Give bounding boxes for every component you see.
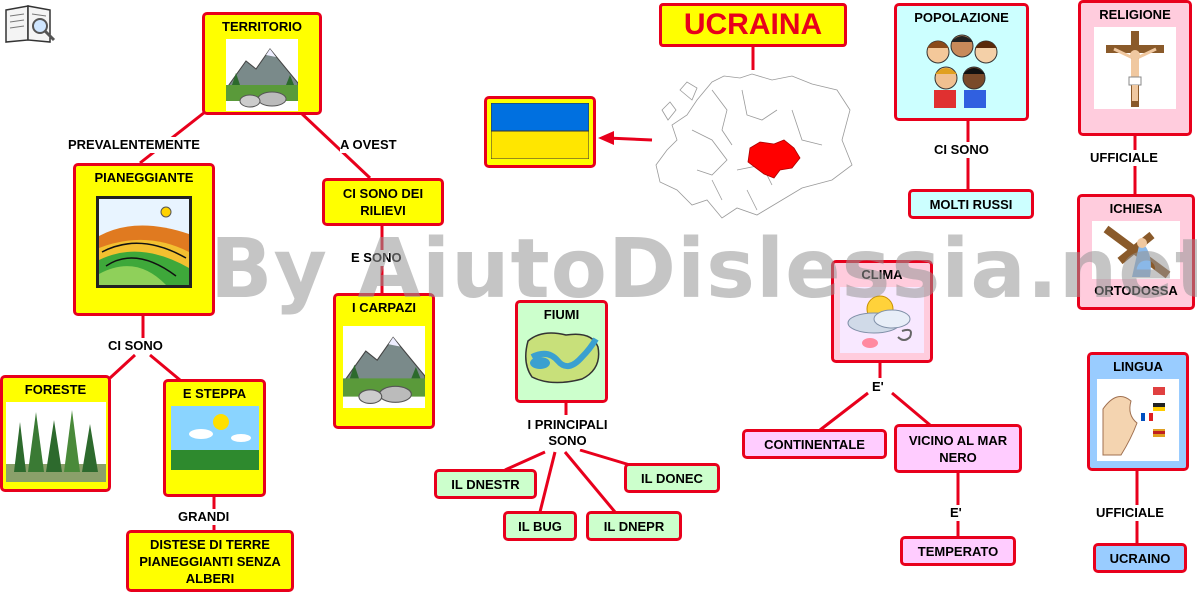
node-label: LINGUA: [1113, 359, 1163, 374]
node-carpazi: I CARPAZI: [333, 293, 435, 429]
node-label: MOLTI RUSSI: [929, 196, 1013, 212]
node-label: VICINO AL MAR NERO: [908, 432, 1008, 465]
forest-icon: [5, 402, 106, 482]
crucifix-icon: [1094, 27, 1176, 109]
link-ci-sono-2: CI SONO: [934, 142, 989, 158]
node-label: TEMPERATO: [917, 543, 999, 559]
steppe-icon: [170, 406, 259, 470]
node-dnepr: IL DNEPR: [586, 511, 682, 541]
link-e-sono: E SONO: [351, 250, 402, 266]
node-lingua: LINGUA: [1087, 352, 1189, 471]
node-bug: IL BUG: [503, 511, 577, 541]
node-distese: DISTESE DI TERRE PIANEGGIANTI SENZA ALBE…: [126, 530, 294, 592]
link-e-1: E': [872, 379, 884, 395]
node-popolazione: POPOLAZIONE: [894, 3, 1029, 121]
node-label: UCRAINO: [1109, 550, 1171, 566]
fields-icon: [96, 196, 192, 288]
page-title: UCRAINA: [659, 3, 847, 47]
node-marnero: VICINO AL MAR NERO: [894, 424, 1022, 473]
node-label: ICHIESA: [1109, 201, 1163, 216]
node-label: ORTODOSSA: [1094, 283, 1178, 298]
node-russi: MOLTI RUSSI: [908, 189, 1034, 219]
link-e-2: E': [950, 505, 962, 521]
node-label: E STEPPA: [182, 386, 247, 401]
link-ufficiale-1: UFFICIALE: [1090, 150, 1158, 166]
mountain-icon: [226, 39, 298, 111]
link-ci-sono-1: CI SONO: [108, 338, 163, 354]
link-a-ovest: A OVEST: [340, 137, 397, 153]
weather-icon: [840, 287, 924, 353]
link-ufficiale-2: UFFICIALE: [1096, 505, 1164, 521]
node-foreste: FORESTE: [0, 375, 111, 492]
node-label: CI SONO DEI RILIEVI: [342, 186, 424, 218]
people-icon: [926, 34, 997, 108]
node-label: POPOLAZIONE: [914, 10, 1009, 25]
node-label: DISTESE DI TERRE PIANEGGIANTI SENZA ALBE…: [139, 536, 281, 586]
node-territorio: TERRITORIO: [202, 12, 322, 115]
europe-map-icon: [652, 70, 857, 220]
node-label: IL DONEC: [641, 470, 703, 486]
node-rilievi: CI SONO DEI RILIEVI: [322, 178, 444, 226]
river-icon: [524, 332, 599, 384]
node-label: PIANEGGIANTE: [94, 170, 194, 185]
node-label: FIUMI: [543, 307, 580, 322]
node-chiesa: ICHIESA ORTODOSSA: [1077, 194, 1195, 310]
book-icon: [2, 2, 58, 44]
node-label: RELIGIONE: [1099, 7, 1171, 22]
node-label: IL BUG: [518, 518, 562, 534]
node-label: I CARPAZI: [351, 300, 417, 315]
node-temperato: TEMPERATO: [900, 536, 1016, 566]
flag-icon: [491, 103, 589, 159]
node-pianeggiante: PIANEGGIANTE: [73, 163, 215, 316]
node-ucraino: UCRAINO: [1093, 543, 1187, 573]
node-continentale: CONTINENTALE: [742, 429, 887, 459]
node-clima: CLIMA: [831, 260, 933, 363]
node-label: IL DNESTR: [451, 476, 520, 492]
flag-box: [484, 96, 596, 168]
flags-icon: [1097, 379, 1179, 461]
link-prevalentemente: PREVALENTEMENTE: [68, 137, 200, 153]
link-principali: I PRINCIPALI SONO: [510, 417, 625, 449]
node-label: IL DNEPR: [603, 518, 665, 534]
node-label: FORESTE: [24, 382, 87, 397]
node-label: CLIMA: [861, 267, 903, 282]
node-label: CONTINENTALE: [764, 436, 865, 452]
cross-icon: [1092, 221, 1180, 279]
node-label: TERRITORIO: [222, 19, 302, 34]
node-dnestr: IL DNESTR: [434, 469, 537, 499]
link-grandi: GRANDI: [178, 509, 230, 525]
node-steppa: E STEPPA: [163, 379, 266, 497]
mountain-icon: [343, 326, 425, 408]
node-donec: IL DONEC: [624, 463, 720, 493]
node-fiumi: FIUMI: [515, 300, 608, 403]
node-religione: RELIGIONE: [1078, 0, 1192, 136]
